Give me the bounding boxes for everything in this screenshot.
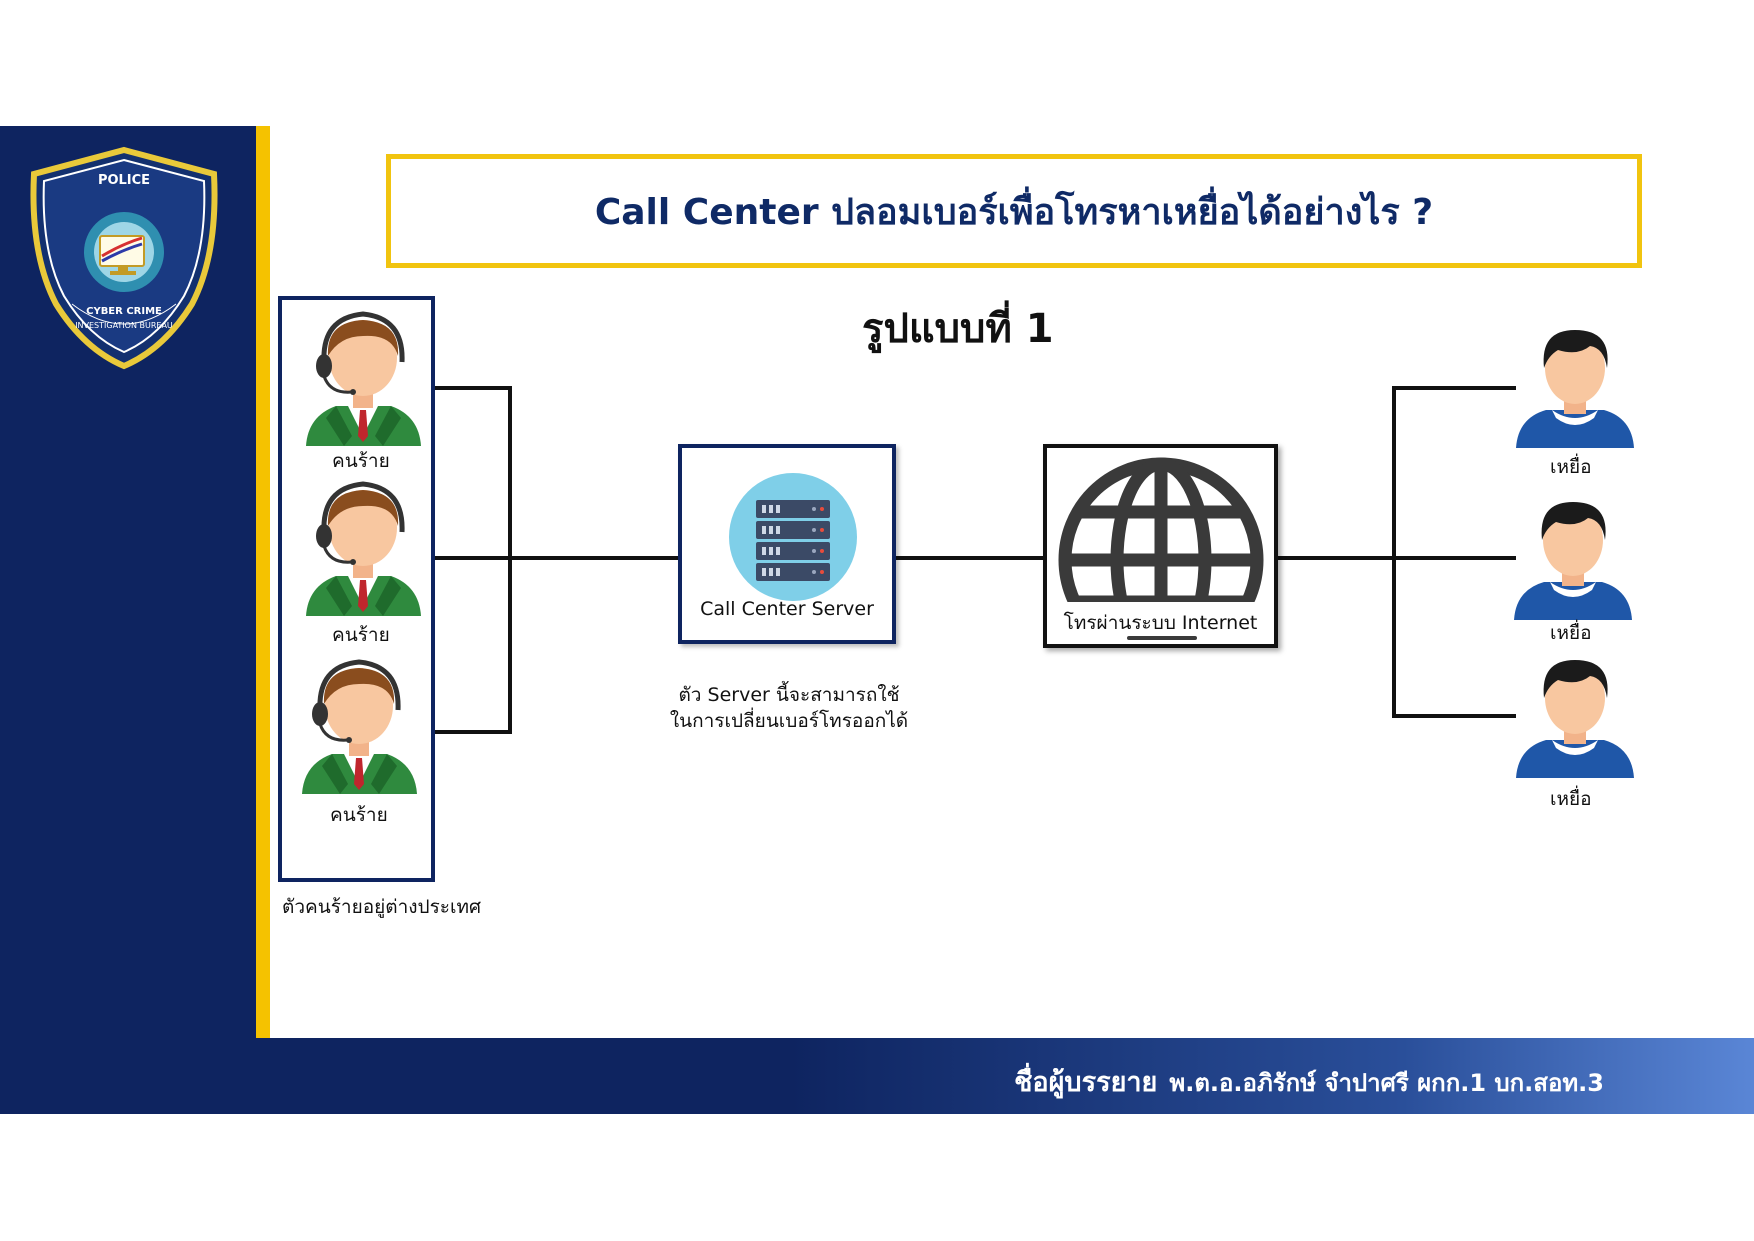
server-icon [729,473,857,601]
call-center-server-box: Call Center Server [678,444,896,644]
server-caption-line2: ในการเปลี่ยนเบอร์โทรออกได้ [669,710,909,732]
victim-icon [1514,502,1632,620]
slide: POLICE CYBER CRIME INVESTIGATION BUREAU … [0,126,1754,1114]
svg-text:POLICE: POLICE [98,173,150,188]
attacker-label: คนร้าย [332,624,390,646]
victim-label: เหยื่อ [1550,622,1592,644]
svg-text:INVESTIGATION BUREAU: INVESTIGATION BUREAU [75,321,173,330]
police-badge-logo: POLICE CYBER CRIME INVESTIGATION BUREAU [30,146,218,370]
attacker-icon [302,659,417,794]
victim-label: เหยื่อ [1550,456,1592,478]
presenter-lead: ชื่อผู้บรรยาย [1014,1067,1158,1098]
globe-icon [1058,457,1264,602]
attacker-label: คนร้าย [332,450,390,472]
globe-base [1127,636,1197,640]
connection-lines [435,386,1516,734]
attacker-icon [306,311,421,446]
diagram-title: Call Center ปลอมเบอร์เพื่อโทรหาเหยื่อได้… [594,191,1434,233]
presenter-name: พ.ต.อ.อภิรักษ์ จำปาศรี ผกก.1 บก.สอท.3 [1169,1069,1604,1097]
title-box: Call Center ปลอมเบอร์เพื่อโทรหาเหยื่อได้… [386,154,1642,268]
victim-label: เหยื่อ [1550,788,1592,810]
footer-bar: ชื่อผู้บรรยาย พ.ต.อ.อภิรักษ์ จำปาศรี ผกก.… [0,1038,1754,1114]
gold-strip [256,126,270,1038]
presenter-credit: ชื่อผู้บรรยาย พ.ต.อ.อภิรักษ์ จำปาศรี ผกก.… [1014,1060,1604,1103]
server-caption-line1: ตัว Server นี้จะสามารถใช้ [678,684,900,706]
victim-icon [1516,330,1634,448]
server-label: Call Center Server [700,598,874,620]
internet-label: โทรผ่านระบบ Internet [1063,612,1258,634]
attacker-icon [306,481,421,616]
attackers-caption: ตัวคนร้ายอยู่ต่างประเทศ [282,896,482,918]
svg-text:CYBER CRIME: CYBER CRIME [86,306,162,317]
victim-icon [1516,660,1634,778]
internet-box: โทรผ่านระบบ Internet [1043,444,1278,648]
diagram-subtitle: รูปแบบที่ 1 [862,306,1054,352]
attacker-label: คนร้าย [330,804,388,826]
